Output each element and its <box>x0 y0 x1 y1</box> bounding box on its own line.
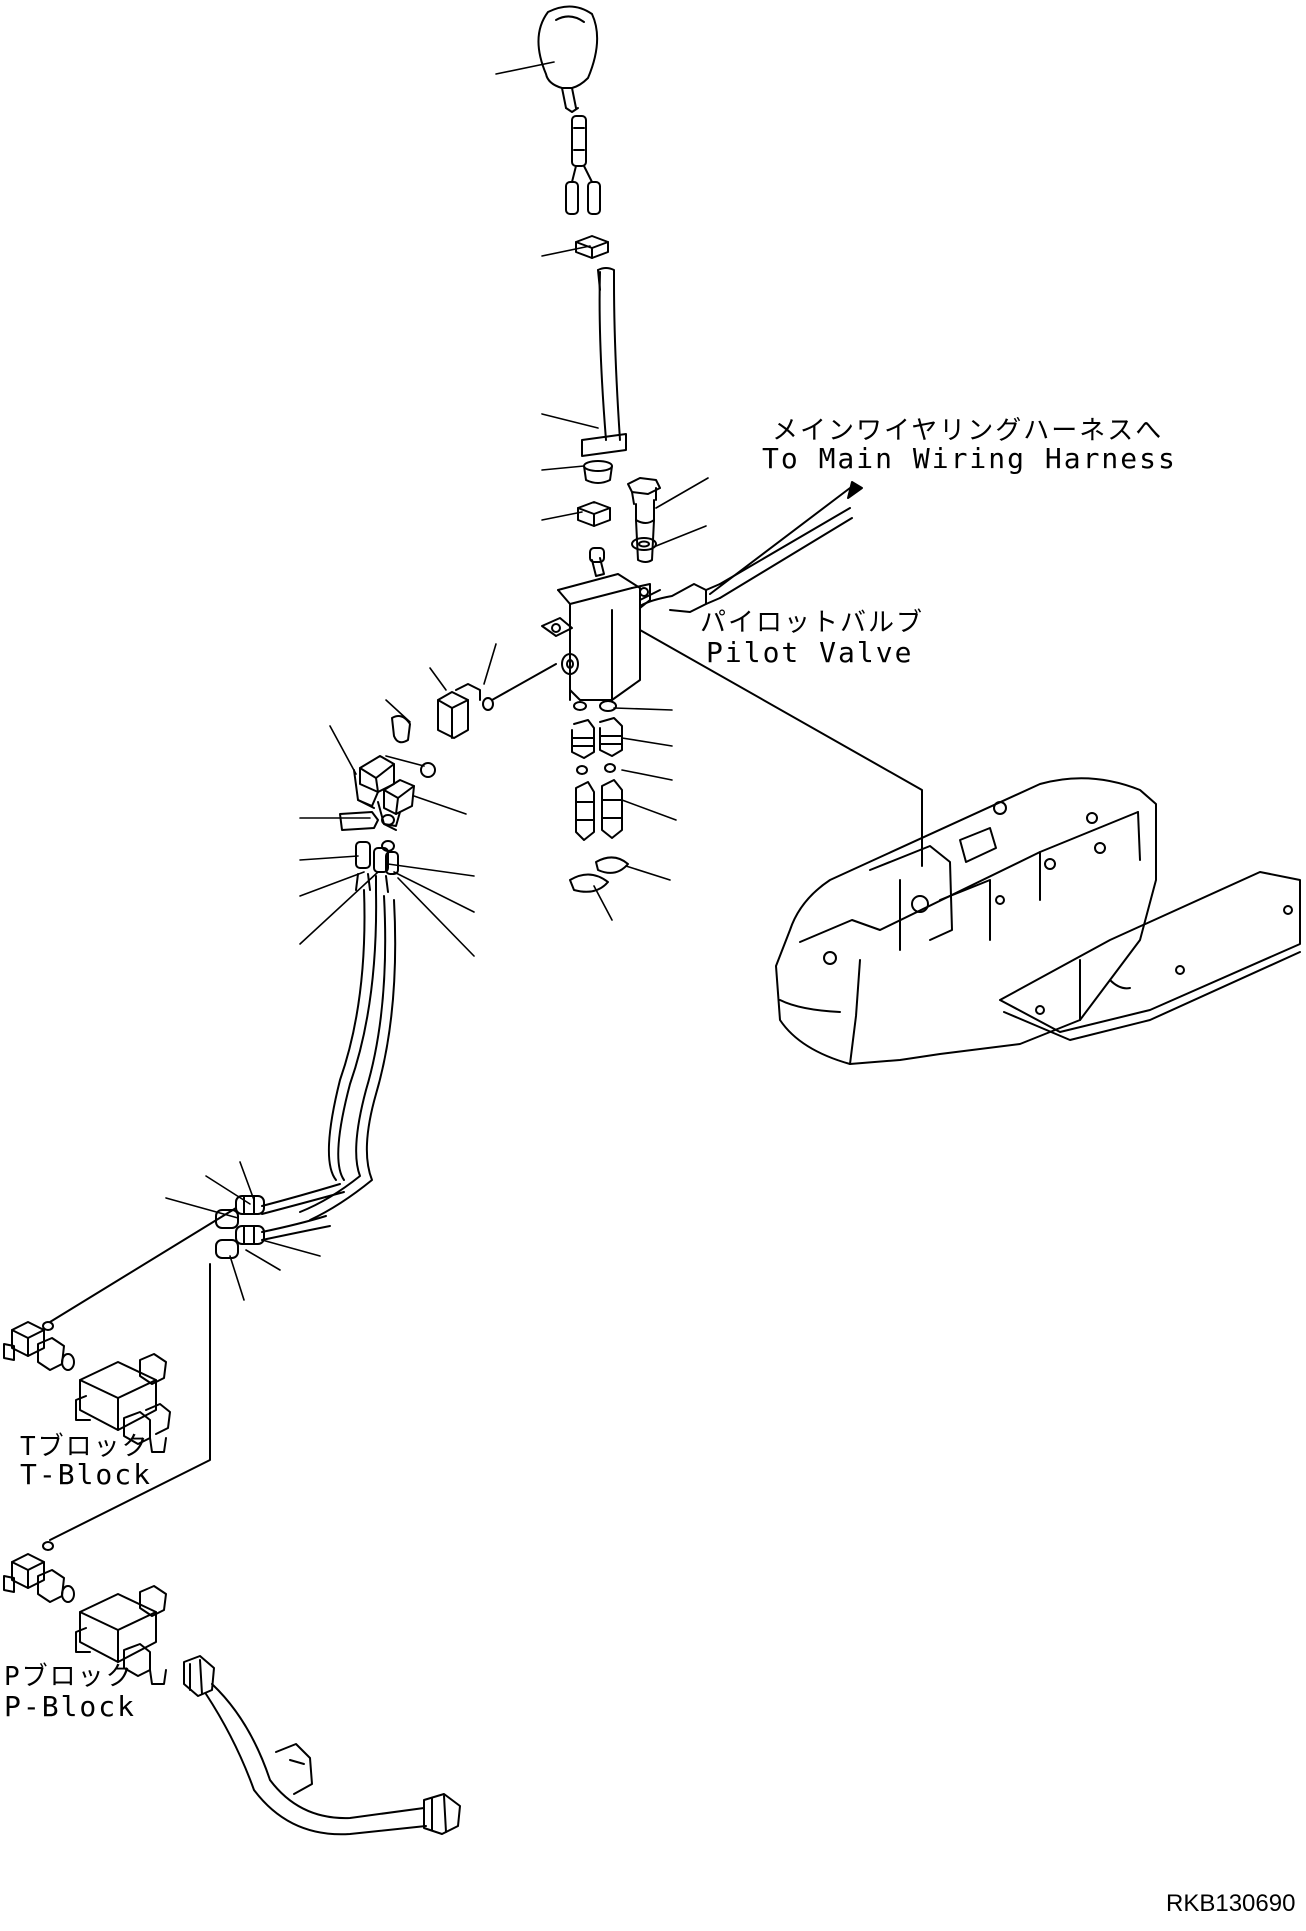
p-block-assembly <box>3 1541 167 1685</box>
arrow-head <box>847 481 863 499</box>
drawing-code: RKB130690 <box>1166 1890 1296 1917</box>
valve-side-adapter <box>437 663 557 739</box>
valve-to-console-leader <box>639 629 923 867</box>
t-block-label-jp: Tブロック <box>20 1432 150 1462</box>
harness-label-jp: メインワイヤリングハーネスへ <box>772 416 1164 446</box>
lever-knob <box>537 5 599 113</box>
valve-port-adapters <box>571 717 623 775</box>
arrow-shaft <box>709 487 851 595</box>
p-block-leader <box>49 1263 211 1541</box>
drain-hose <box>183 1655 461 1836</box>
pilot-valve-label-jp: パイロットバルブ <box>700 608 925 638</box>
valve-port-orings <box>573 700 617 712</box>
t-block-leader <box>49 1207 237 1323</box>
nut <box>577 501 611 527</box>
p-block-label-en: P-Block <box>4 1690 137 1723</box>
p-block-label-jp: Pブロック <box>4 1662 134 1692</box>
hose-swivel-fittings <box>575 779 623 841</box>
lever-bushing <box>583 460 613 484</box>
lever-nut <box>575 235 609 259</box>
t-block-label-en: T-Block <box>20 1458 153 1491</box>
console-housing <box>775 777 1157 1065</box>
o-ring-pin <box>391 715 436 778</box>
washer <box>631 537 657 551</box>
pilot-valve-label-en: Pilot Valve <box>706 636 914 669</box>
hose-end-fittings-lower <box>215 1195 265 1259</box>
valve-harness-lead <box>639 507 853 613</box>
pilot-valve-body <box>541 547 651 701</box>
elbow-fitting-upper <box>353 755 395 809</box>
lever-wires <box>565 115 601 215</box>
t-block-assembly <box>3 1321 171 1453</box>
console-base-plate <box>999 871 1301 1041</box>
callout-leaders <box>165 61 709 1301</box>
harness-label-en: To Main Wiring Harness <box>762 442 1177 475</box>
pilot-hoses <box>261 841 399 1241</box>
bolt <box>627 477 661 563</box>
lever-rod <box>581 267 627 457</box>
hose-clamps-under-valve <box>569 856 629 893</box>
